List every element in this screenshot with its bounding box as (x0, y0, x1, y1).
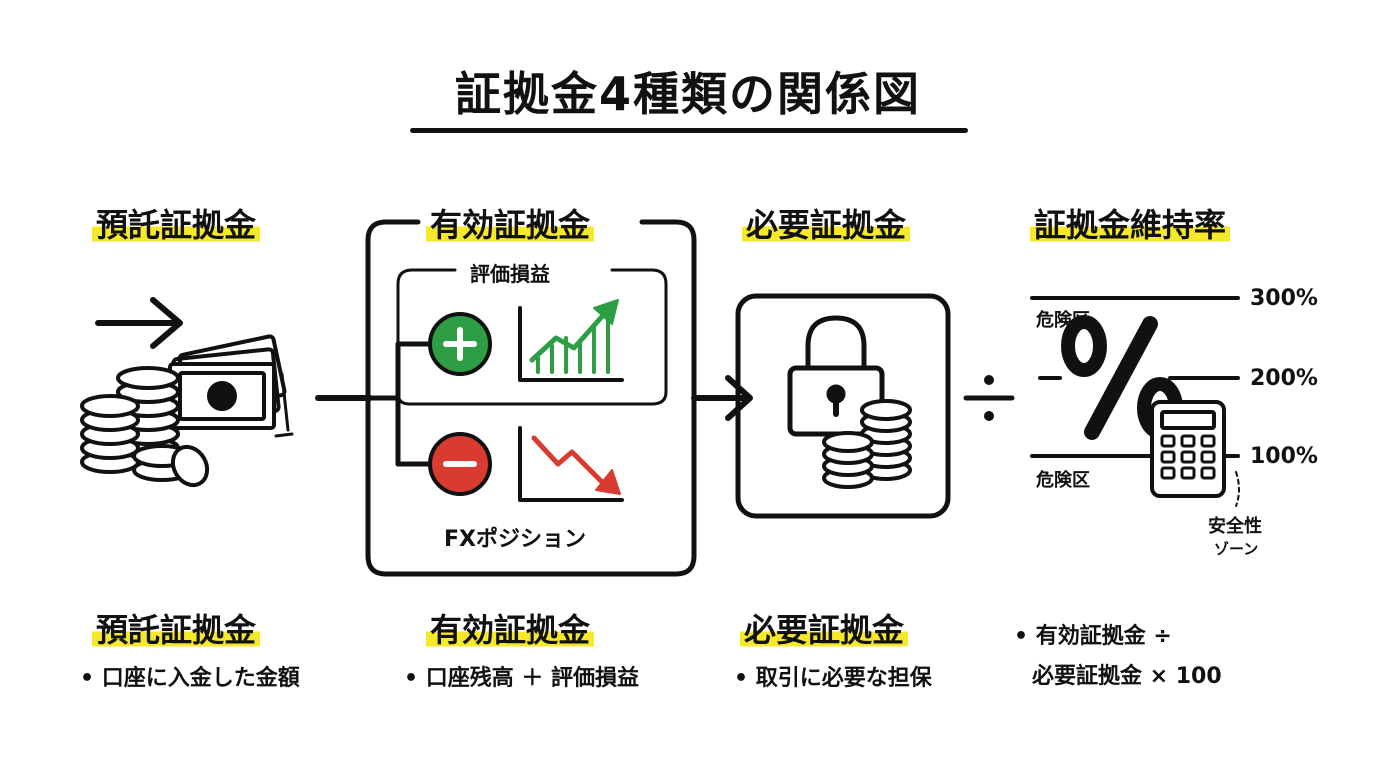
bullet-deposit: • 口座に入金した金額 (80, 666, 300, 691)
padlock-coins-icon (787, 315, 912, 489)
bullet-required: • 取引に必要な担保 (734, 666, 932, 691)
level-300: 300% (1250, 286, 1318, 311)
arrow-right-icon (95, 297, 183, 349)
bullet-effective: • 口座残高 ＋ 評価損益 (404, 666, 640, 691)
calculator-icon (1150, 400, 1226, 498)
uptrend-chart-icon (518, 299, 624, 382)
heading-required-margin: 必要証拠金 (742, 200, 911, 246)
fx-position-label: FXポジション (444, 527, 586, 552)
heading-effective-margin: 有効証拠金 (426, 200, 595, 246)
title-underline (410, 128, 968, 133)
bullet-ratio-line2: 必要証拠金 × 100 (1032, 664, 1222, 689)
footer-heading-required: 必要証拠金 (740, 605, 909, 651)
safe-zone-label-2: ゾーン (1214, 540, 1259, 558)
heading-margin-ratio: 証拠金維持率 (1030, 200, 1231, 246)
plus-icon (428, 312, 492, 376)
level-200: 200% (1250, 366, 1318, 391)
divide-icon (963, 375, 1015, 421)
level-100: 100% (1250, 444, 1318, 469)
footer-heading-effective: 有効証拠金 (426, 605, 595, 651)
danger-zone-upper: 危険区 (1036, 310, 1090, 331)
downtrend-chart-icon (518, 426, 624, 502)
pnl-label: 評価損益 (462, 258, 558, 287)
page-title: 証拠金4種類の関係図 (454, 67, 921, 121)
cash-coins-icon (80, 334, 294, 488)
safe-zone-label-1: 安全性 (1208, 516, 1262, 537)
minus-icon (428, 432, 492, 496)
footer-heading-deposit: 預託証拠金 (92, 605, 261, 651)
bullet-ratio-line1: • 有効証拠金 ÷ (1014, 624, 1172, 649)
heading-deposit-margin: 預託証拠金 (92, 200, 261, 246)
danger-zone-lower: 危険区 (1036, 470, 1090, 491)
